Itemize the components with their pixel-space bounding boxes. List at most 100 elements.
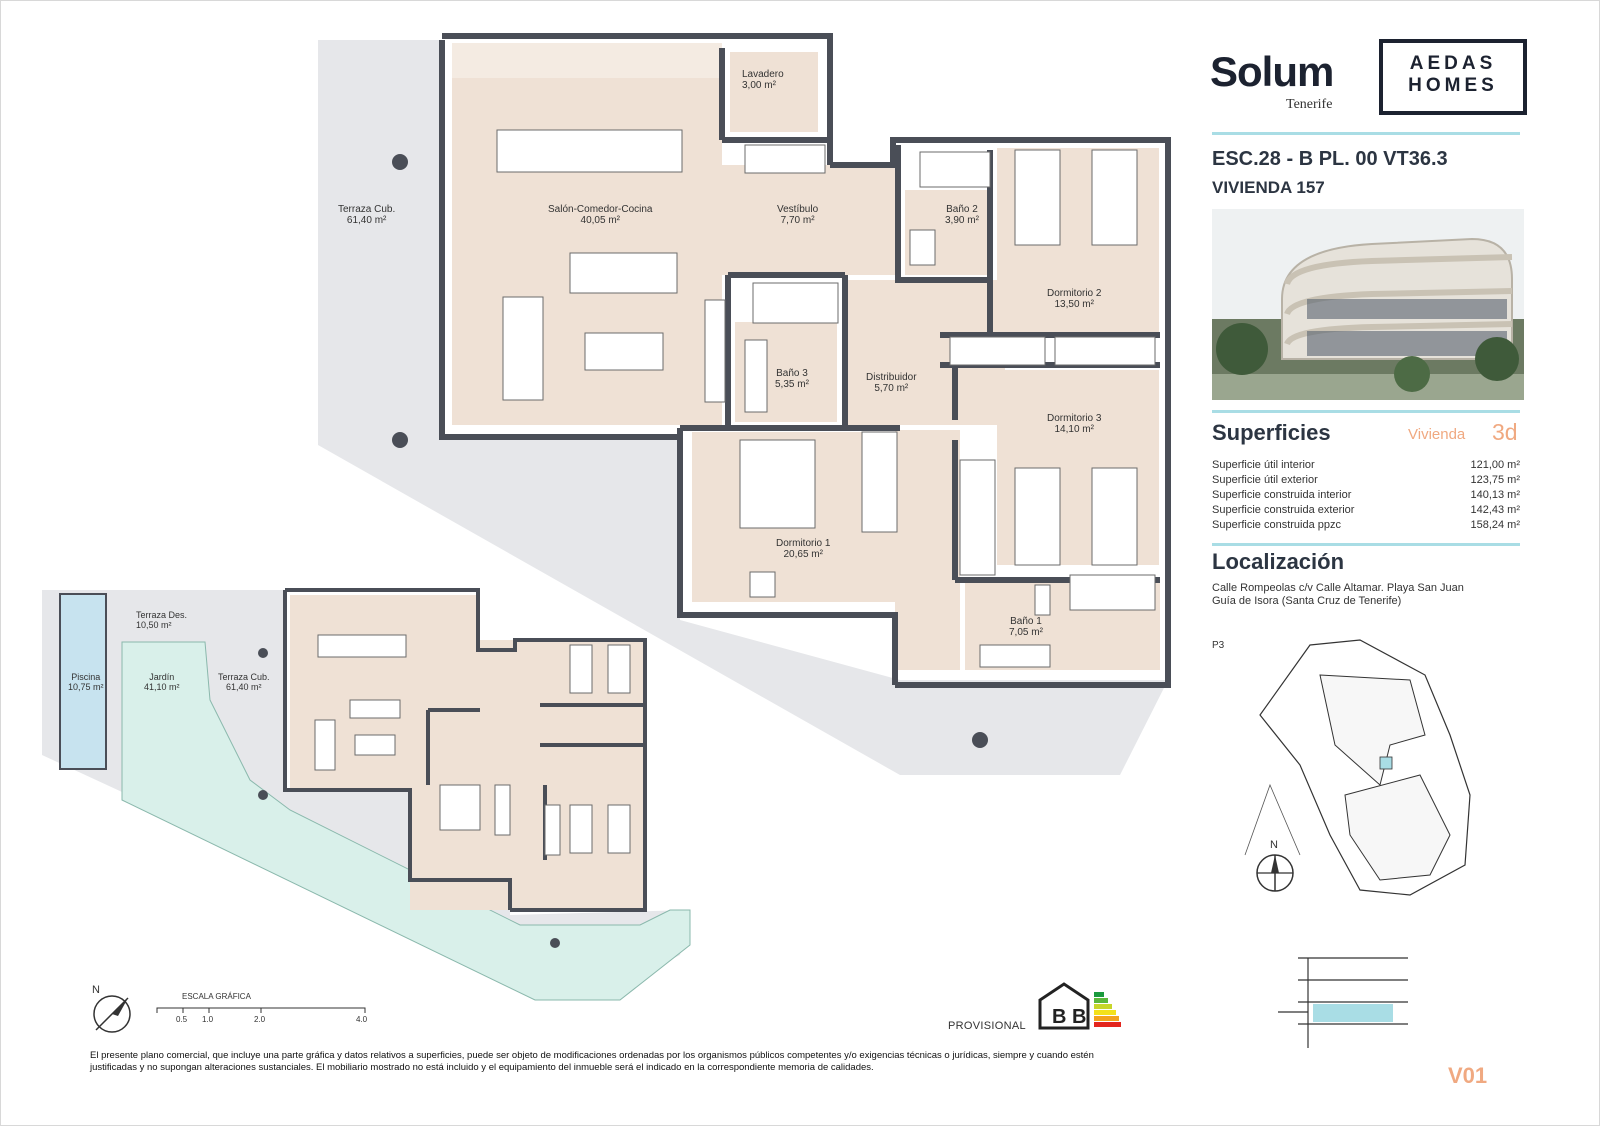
room-area: 20,65 m² (783, 549, 823, 560)
room-distribuidor: Distribuidor 5,70 m² (866, 372, 917, 394)
energy-rating-badge (1038, 982, 1121, 1030)
room-bano-1: Baño 1 7,05 m² (1009, 616, 1043, 638)
divider (1212, 543, 1520, 546)
room-name: Salón-Comedor-Cocina (548, 204, 653, 215)
partner-logo-aedas: AEDAS HOMES (1379, 39, 1527, 115)
key-room-terraza-des: Terraza Des. 10,50 m² (136, 610, 187, 630)
terrace-area (318, 40, 1168, 775)
partner-logo-line2: HOMES (1408, 75, 1498, 96)
surface-value: 140,13 m² (1470, 489, 1520, 501)
surface-row: Superficie construida ppzc 158,24 m² (1212, 519, 1520, 534)
vivienda-type-value: 3d (1492, 419, 1518, 445)
room-salon-comedor-cocina: Salón-Comedor-Cocina 40,05 m² (548, 204, 653, 226)
scale-tick: 2.0 (254, 1015, 266, 1024)
key-pool (59, 593, 107, 770)
surface-label: Superficie construida ppzc (1212, 519, 1342, 531)
room-name: Terraza Cub. (218, 672, 270, 682)
site-plan-map (1244, 639, 1471, 896)
divider (1212, 410, 1520, 413)
legal-disclaimer: El presente plano comercial, que incluye… (90, 1050, 1094, 1073)
surface-row: Superficie construida interior 140,13 m² (1212, 489, 1520, 504)
room-name: Terraza Cub. (338, 204, 396, 215)
room-name: Dormitorio 2 (1047, 288, 1102, 299)
room-name: Piscina (71, 672, 101, 682)
site-plan-label: P3 (1212, 640, 1225, 651)
brand-logo-solum: Solum (1210, 48, 1334, 95)
room-name: Baño 3 (776, 368, 808, 379)
room-name: Lavadero (742, 69, 784, 80)
key-interior-2 (410, 640, 645, 910)
room-name: Baño 1 (1010, 616, 1042, 627)
kitchen-strip (452, 43, 722, 78)
surface-row: Superficie útil interior 121,00 m² (1212, 459, 1520, 474)
energy-rating-2: B (1072, 1006, 1087, 1028)
room-bano-3: Baño 3 5,35 m² (775, 368, 809, 390)
surface-label: Superficie construida interior (1212, 489, 1352, 501)
energy-rating-1: B (1052, 1006, 1067, 1028)
room-dormitorio-1: Dormitorio 1 20,65 m² (776, 538, 830, 560)
hall-floor (722, 165, 897, 275)
main-floor-plan (318, 33, 1171, 775)
divider (1212, 132, 1520, 135)
surface-value: 121,00 m² (1470, 459, 1520, 471)
building-render-image (1212, 209, 1524, 400)
surface-label: Superficie útil exterior (1212, 474, 1318, 486)
unit-code: ESC.28 - B PL. 00 VT36.3 (1212, 148, 1448, 170)
room-name: Dormitorio 1 (776, 538, 831, 549)
room-area: 7,70 m² (780, 215, 815, 226)
room-area: 7,05 m² (1009, 627, 1043, 638)
vivienda-type-label: Vivienda (1408, 426, 1466, 443)
scale-bar (156, 1007, 366, 1013)
laundry-floor (730, 52, 818, 132)
surface-row: Superficie construida exterior 142,43 m² (1212, 504, 1520, 519)
energy-provisional-label: PROVISIONAL (948, 1020, 1026, 1032)
room-area: 61,40 m² (346, 215, 387, 226)
room-dormitorio-3: Dormitorio 3 14,10 m² (1047, 413, 1101, 435)
north-arrow-icon (93, 995, 131, 1033)
key-garden (121, 641, 691, 1001)
site-north-icon (1256, 854, 1294, 892)
scale-title: ESCALA GRÁFICA (182, 992, 251, 1001)
surface-value: 142,43 m² (1470, 504, 1520, 516)
key-room-piscina: Piscina 10,75 m² (68, 672, 104, 692)
room-area: 13,50 m² (1054, 299, 1094, 310)
address: Calle Rompeolas c/v Calle Altamar. Playa… (1212, 582, 1512, 608)
room-name: Jardín (149, 672, 175, 682)
room-area: 40,05 m² (580, 215, 620, 226)
room-lavadero: Lavadero 3,00 m² (742, 69, 784, 91)
scale-tick: 0.5 (176, 1015, 188, 1024)
brand-location: Tenerife (1286, 97, 1333, 112)
key-floor-plan (42, 588, 691, 1001)
room-name: Dormitorio 3 (1047, 413, 1102, 424)
room-vestibulo: Vestíbulo 7,70 m² (777, 204, 818, 226)
building-section-diagram (1278, 957, 1408, 1048)
surface-row: Superficie útil exterior 123,75 m² (1212, 474, 1520, 489)
partner-logo-line1: AEDAS (1409, 53, 1497, 74)
room-area: 3,00 m² (742, 80, 776, 91)
room-name: Baño 2 (946, 204, 978, 215)
room-area: 3,90 m² (945, 215, 979, 226)
site-north-label: N (1270, 839, 1278, 851)
version-label: V01 (1448, 1063, 1488, 1088)
room-area: 10,50 m² (136, 620, 172, 630)
room-name: Distribuidor (866, 372, 917, 383)
localizacion-title: Localización (1212, 549, 1345, 574)
scale-tick: 1.0 (202, 1015, 214, 1024)
room-dormitorio-2: Dormitorio 2 13,50 m² (1047, 288, 1101, 310)
superficies-title: Superficies (1212, 420, 1331, 445)
room-name: Terraza Des. (136, 610, 188, 620)
key-room-terraza-cub: Terraza Cub. 61,40 m² (218, 672, 270, 692)
room-terraza-cub: Terraza Cub. 61,40 m² (338, 204, 395, 226)
room-area: 61,40 m² (226, 682, 262, 692)
room-area: 10,75 m² (68, 682, 104, 692)
room-area: 5,70 m² (874, 383, 909, 394)
room-area: 5,35 m² (775, 379, 809, 390)
room-area: 14,10 m² (1054, 424, 1094, 435)
scale-tick: 4.0 (356, 1015, 368, 1024)
north-label: N (92, 984, 100, 996)
surface-label: Superficie útil interior (1212, 459, 1315, 471)
address-line1: Calle Rompeolas c/v Calle Altamar. Playa… (1212, 582, 1464, 594)
room-bano-2: Baño 2 3,90 m² (945, 204, 979, 226)
address-line2: Guía de Isora (Santa Cruz de Tenerife) (1212, 595, 1402, 607)
key-room-jardin: Jardín 41,10 m² (144, 672, 180, 692)
